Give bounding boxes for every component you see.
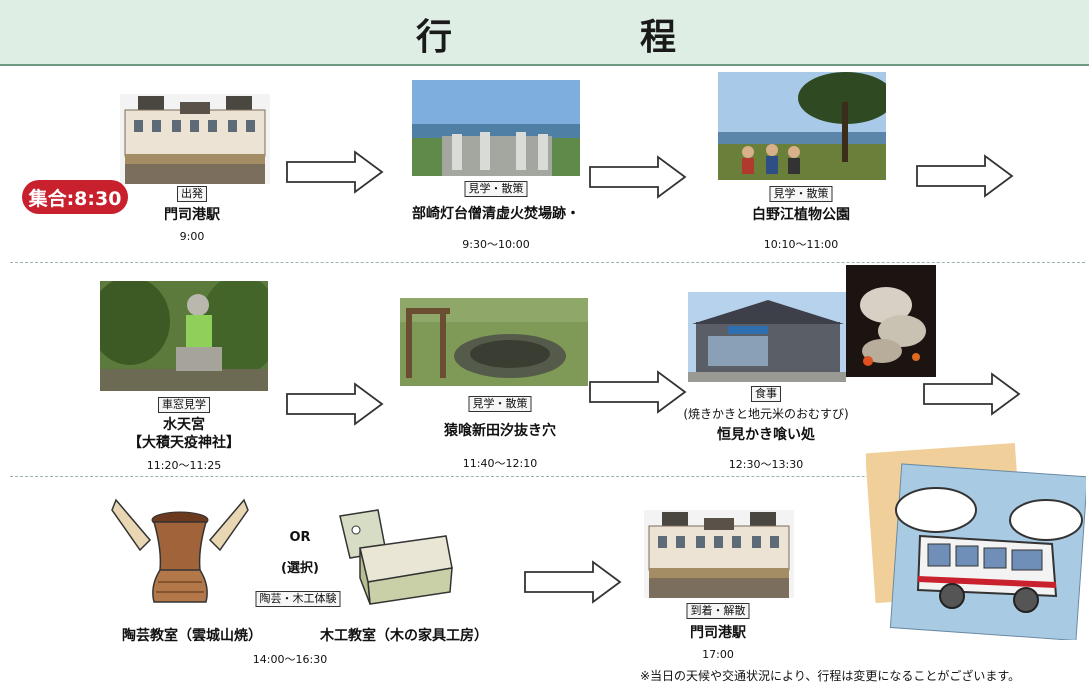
disclaimer-note: ※当日の天候や交通状況により、行程は変更になることがございます。	[640, 669, 1021, 683]
stop-name: 部崎灯台僧清虚火焚場跡・	[412, 206, 580, 222]
row-divider	[10, 262, 1085, 263]
stop-time: 11:20～11:25	[146, 459, 222, 472]
stop-time: 12:30～13:30	[728, 458, 804, 471]
arrow-right-icon	[589, 370, 687, 414]
or-label: OR	[289, 530, 311, 545]
stop-tag: 見学・散策	[769, 186, 833, 202]
monument-seaside-photo	[412, 80, 580, 176]
activity-tag: 陶芸・木工体験	[255, 591, 341, 607]
stop-name: 水天宮	[163, 417, 205, 433]
header-title-left: 行	[416, 17, 453, 58]
woodworking-illustration	[339, 509, 453, 605]
mojiko-station-photo	[120, 94, 270, 184]
stop-time: 9:30～10:00	[462, 238, 530, 251]
stop-note: (焼きかきと地元米のおむすび)	[683, 407, 849, 421]
activity-time: 14:00～16:30	[252, 653, 328, 666]
stop-time: 10:10～11:00	[763, 238, 839, 251]
stop-name: 門司港駅	[690, 625, 746, 641]
stop-name: 恒見かき喰い処	[717, 427, 815, 443]
stop-time: 9:00	[179, 230, 205, 243]
activity-option: 木工教室（木の家具工房）	[320, 628, 488, 644]
botanical-park-photo	[718, 72, 886, 180]
header-title-right: 程	[640, 17, 677, 58]
pottery-illustration	[111, 498, 249, 603]
oyster-restaurant-photo	[688, 292, 846, 382]
stop-time: 17:00	[702, 648, 734, 661]
grilled-oyster-photo	[846, 265, 936, 377]
choice-label: (選択)	[281, 561, 319, 576]
arrow-right-icon	[923, 372, 1021, 416]
stop-name: 猿喰新田汐抜き穴	[444, 423, 556, 439]
arrow-right-icon	[589, 155, 687, 199]
stop-time: 11:40～12:10	[462, 457, 538, 470]
activity-option: 陶芸教室（雲城山焼）	[122, 628, 262, 644]
stop-tag: 見学・散策	[464, 181, 528, 197]
stop-name: 門司港駅	[164, 207, 220, 223]
stop-tag: 見学・散策	[468, 396, 532, 412]
itinerary-header: 行 程	[0, 0, 1089, 66]
arrow-right-icon	[286, 150, 384, 194]
row-divider	[10, 476, 1085, 477]
bus-illustration	[866, 443, 1086, 640]
stop-tag: 出発	[177, 186, 207, 202]
arrow-right-icon	[286, 382, 384, 426]
suitengu-shrine-photo	[100, 281, 268, 391]
stop-name: 白野江植物公園	[752, 207, 850, 223]
salt-drainage-hole-photo	[400, 298, 588, 386]
mojiko-station-photo	[644, 510, 794, 598]
stop-tag: 車窓見学	[158, 397, 210, 413]
stop-tag: 到着・解散	[686, 603, 750, 619]
stop-tag: 食事	[751, 386, 781, 402]
arrow-right-icon	[524, 560, 622, 604]
arrow-right-icon	[916, 154, 1014, 198]
meeting-time-badge: 集合:8:30	[22, 180, 128, 214]
stop-name-subtitle: 【大積天疫神社】	[128, 435, 240, 451]
